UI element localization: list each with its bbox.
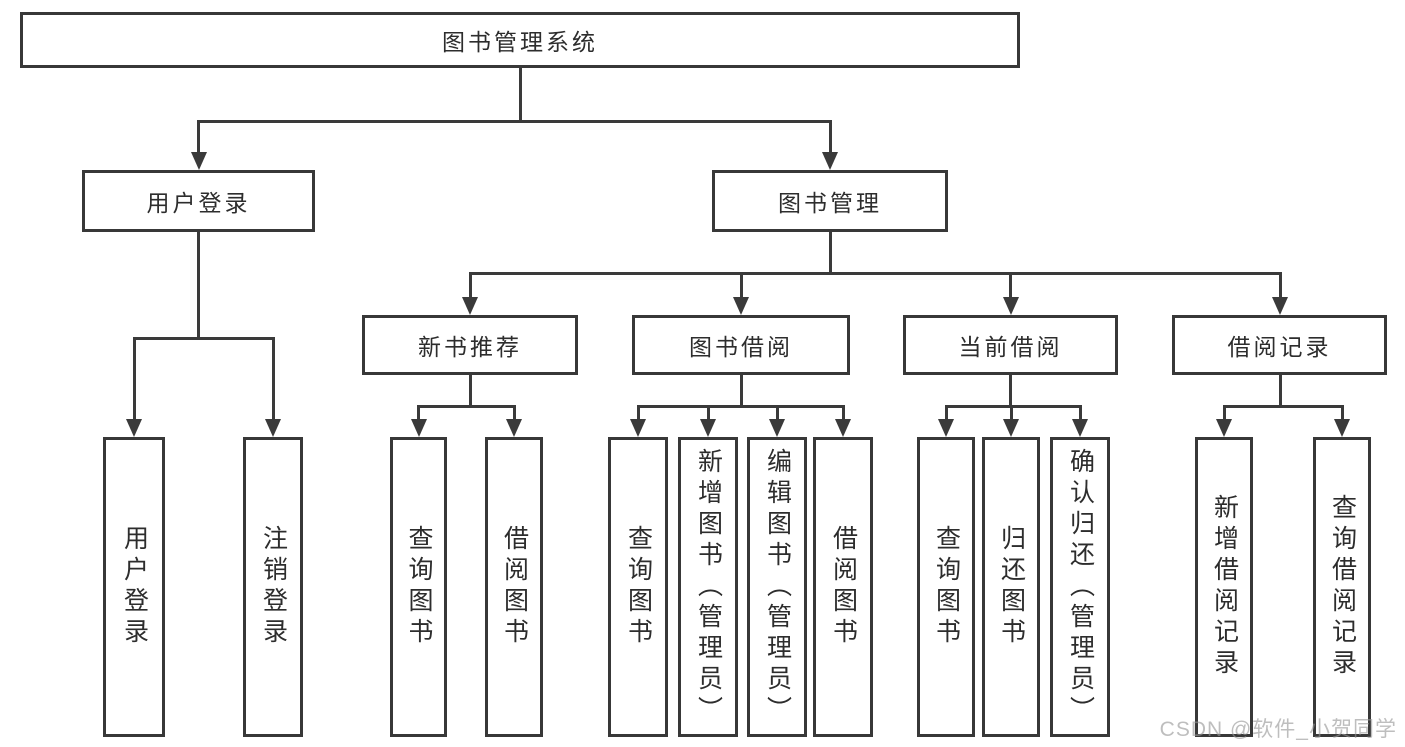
node-label: 图书管理 [778, 190, 882, 216]
connector-line [706, 405, 710, 421]
node-label: 归还图书 [997, 525, 1026, 649]
connector-line [1278, 375, 1282, 408]
connector-line [841, 405, 845, 421]
node-label: 确认归还（管理员） [1066, 447, 1095, 727]
connector-line [132, 337, 136, 421]
node-user-login: 用户登录 [82, 170, 315, 232]
arrow-down-icon [1072, 419, 1088, 437]
leaf-add-borrow-record: 新增借阅记录 [1195, 437, 1253, 737]
connector-line [197, 232, 200, 340]
leaf-borrow-books-2: 借阅图书 [813, 437, 873, 737]
arrow-down-icon [769, 419, 785, 437]
connector-line [636, 405, 640, 421]
arrow-down-icon [126, 419, 142, 437]
leaf-return-books: 归还图书 [982, 437, 1040, 737]
leaf-query-books-1: 查询图书 [390, 437, 447, 737]
leaf-logout: 注销登录 [243, 437, 303, 737]
node-label: 查询图书 [932, 525, 961, 649]
leaf-query-books-3: 查询图书 [917, 437, 975, 737]
node-book-management: 图书管理 [712, 170, 948, 232]
node-borrow-records: 借阅记录 [1172, 315, 1387, 375]
connector-line [828, 232, 832, 275]
connector-line [739, 375, 743, 408]
connector-line [271, 337, 275, 421]
connector-line [132, 337, 275, 340]
arrow-down-icon [462, 297, 478, 315]
connector-line [468, 272, 472, 299]
node-label: 借阅记录 [1227, 334, 1332, 360]
leaf-confirm-return-admin: 确认归还（管理员） [1050, 437, 1110, 737]
node-label: 借阅图书 [500, 525, 529, 649]
node-label: 注销登录 [259, 525, 288, 649]
arrow-down-icon [733, 297, 749, 315]
arrow-down-icon [1002, 297, 1019, 315]
arrow-down-icon [506, 419, 522, 437]
connector-line [1222, 405, 1344, 408]
node-library-management-system: 图书管理系统 [20, 12, 1020, 68]
connector-line [944, 405, 1082, 408]
connector-line [468, 375, 472, 408]
connector-line [1009, 272, 1012, 299]
arrow-down-icon [1003, 419, 1019, 437]
leaf-query-books-2: 查询图书 [608, 437, 668, 737]
connector-line [1009, 375, 1012, 408]
connector-line [828, 120, 832, 154]
connector-line [468, 272, 1282, 275]
node-label: 查询图书 [405, 525, 433, 649]
arrow-down-icon [1272, 297, 1288, 315]
connector-line [1278, 272, 1282, 299]
node-label: 查询图书 [624, 525, 653, 649]
node-label: 查询借阅记录 [1328, 494, 1357, 680]
leaf-add-books-admin: 新增图书（管理员） [678, 437, 738, 737]
arrow-down-icon [700, 419, 716, 437]
node-label: 新增图书（管理员） [694, 447, 723, 727]
connector-line [739, 272, 743, 299]
arrow-down-icon [265, 419, 281, 437]
arrow-down-icon [822, 152, 838, 170]
node-current-borrow: 当前借阅 [903, 315, 1118, 375]
node-label: 图书管理系统 [442, 29, 598, 55]
connector-line [944, 405, 948, 421]
arrow-down-icon [938, 419, 954, 437]
node-label: 编辑图书（管理员） [763, 447, 792, 727]
connector-line [1340, 405, 1344, 421]
node-label: 新增借阅记录 [1210, 494, 1239, 680]
connector-line [417, 405, 420, 421]
connector-line [417, 405, 516, 408]
connector-line [512, 405, 516, 421]
arrow-down-icon [410, 419, 427, 437]
leaf-borrow-books-1: 借阅图书 [485, 437, 543, 737]
connector-line [197, 120, 200, 154]
connector-line [775, 405, 779, 421]
connector-line [1222, 405, 1226, 421]
csdn-watermark: CSDN @软件_小贺同学 [1159, 718, 1397, 741]
connector-line [518, 68, 522, 123]
leaf-query-borrow-record: 查询借阅记录 [1313, 437, 1371, 737]
node-label: 新书推荐 [418, 334, 522, 360]
leaf-user-login: 用户登录 [103, 437, 165, 737]
node-label: 当前借阅 [958, 334, 1063, 360]
arrow-down-icon [1216, 419, 1232, 437]
node-label: 借阅图书 [829, 525, 858, 649]
node-label: 图书借阅 [689, 334, 793, 360]
arrow-down-icon [630, 419, 646, 437]
node-label: 用户登录 [120, 525, 149, 649]
node-label: 用户登录 [146, 190, 251, 216]
leaf-edit-books-admin: 编辑图书（管理员） [747, 437, 807, 737]
node-new-book-recommend: 新书推荐 [362, 315, 578, 375]
arrow-down-icon [835, 419, 851, 437]
connector-line [1078, 405, 1082, 421]
connector-line [197, 120, 832, 123]
connector-line [636, 405, 845, 408]
connector-line [1009, 405, 1013, 421]
arrow-down-icon [190, 152, 207, 170]
arrow-down-icon [1334, 419, 1350, 437]
node-book-borrow: 图书借阅 [632, 315, 850, 375]
